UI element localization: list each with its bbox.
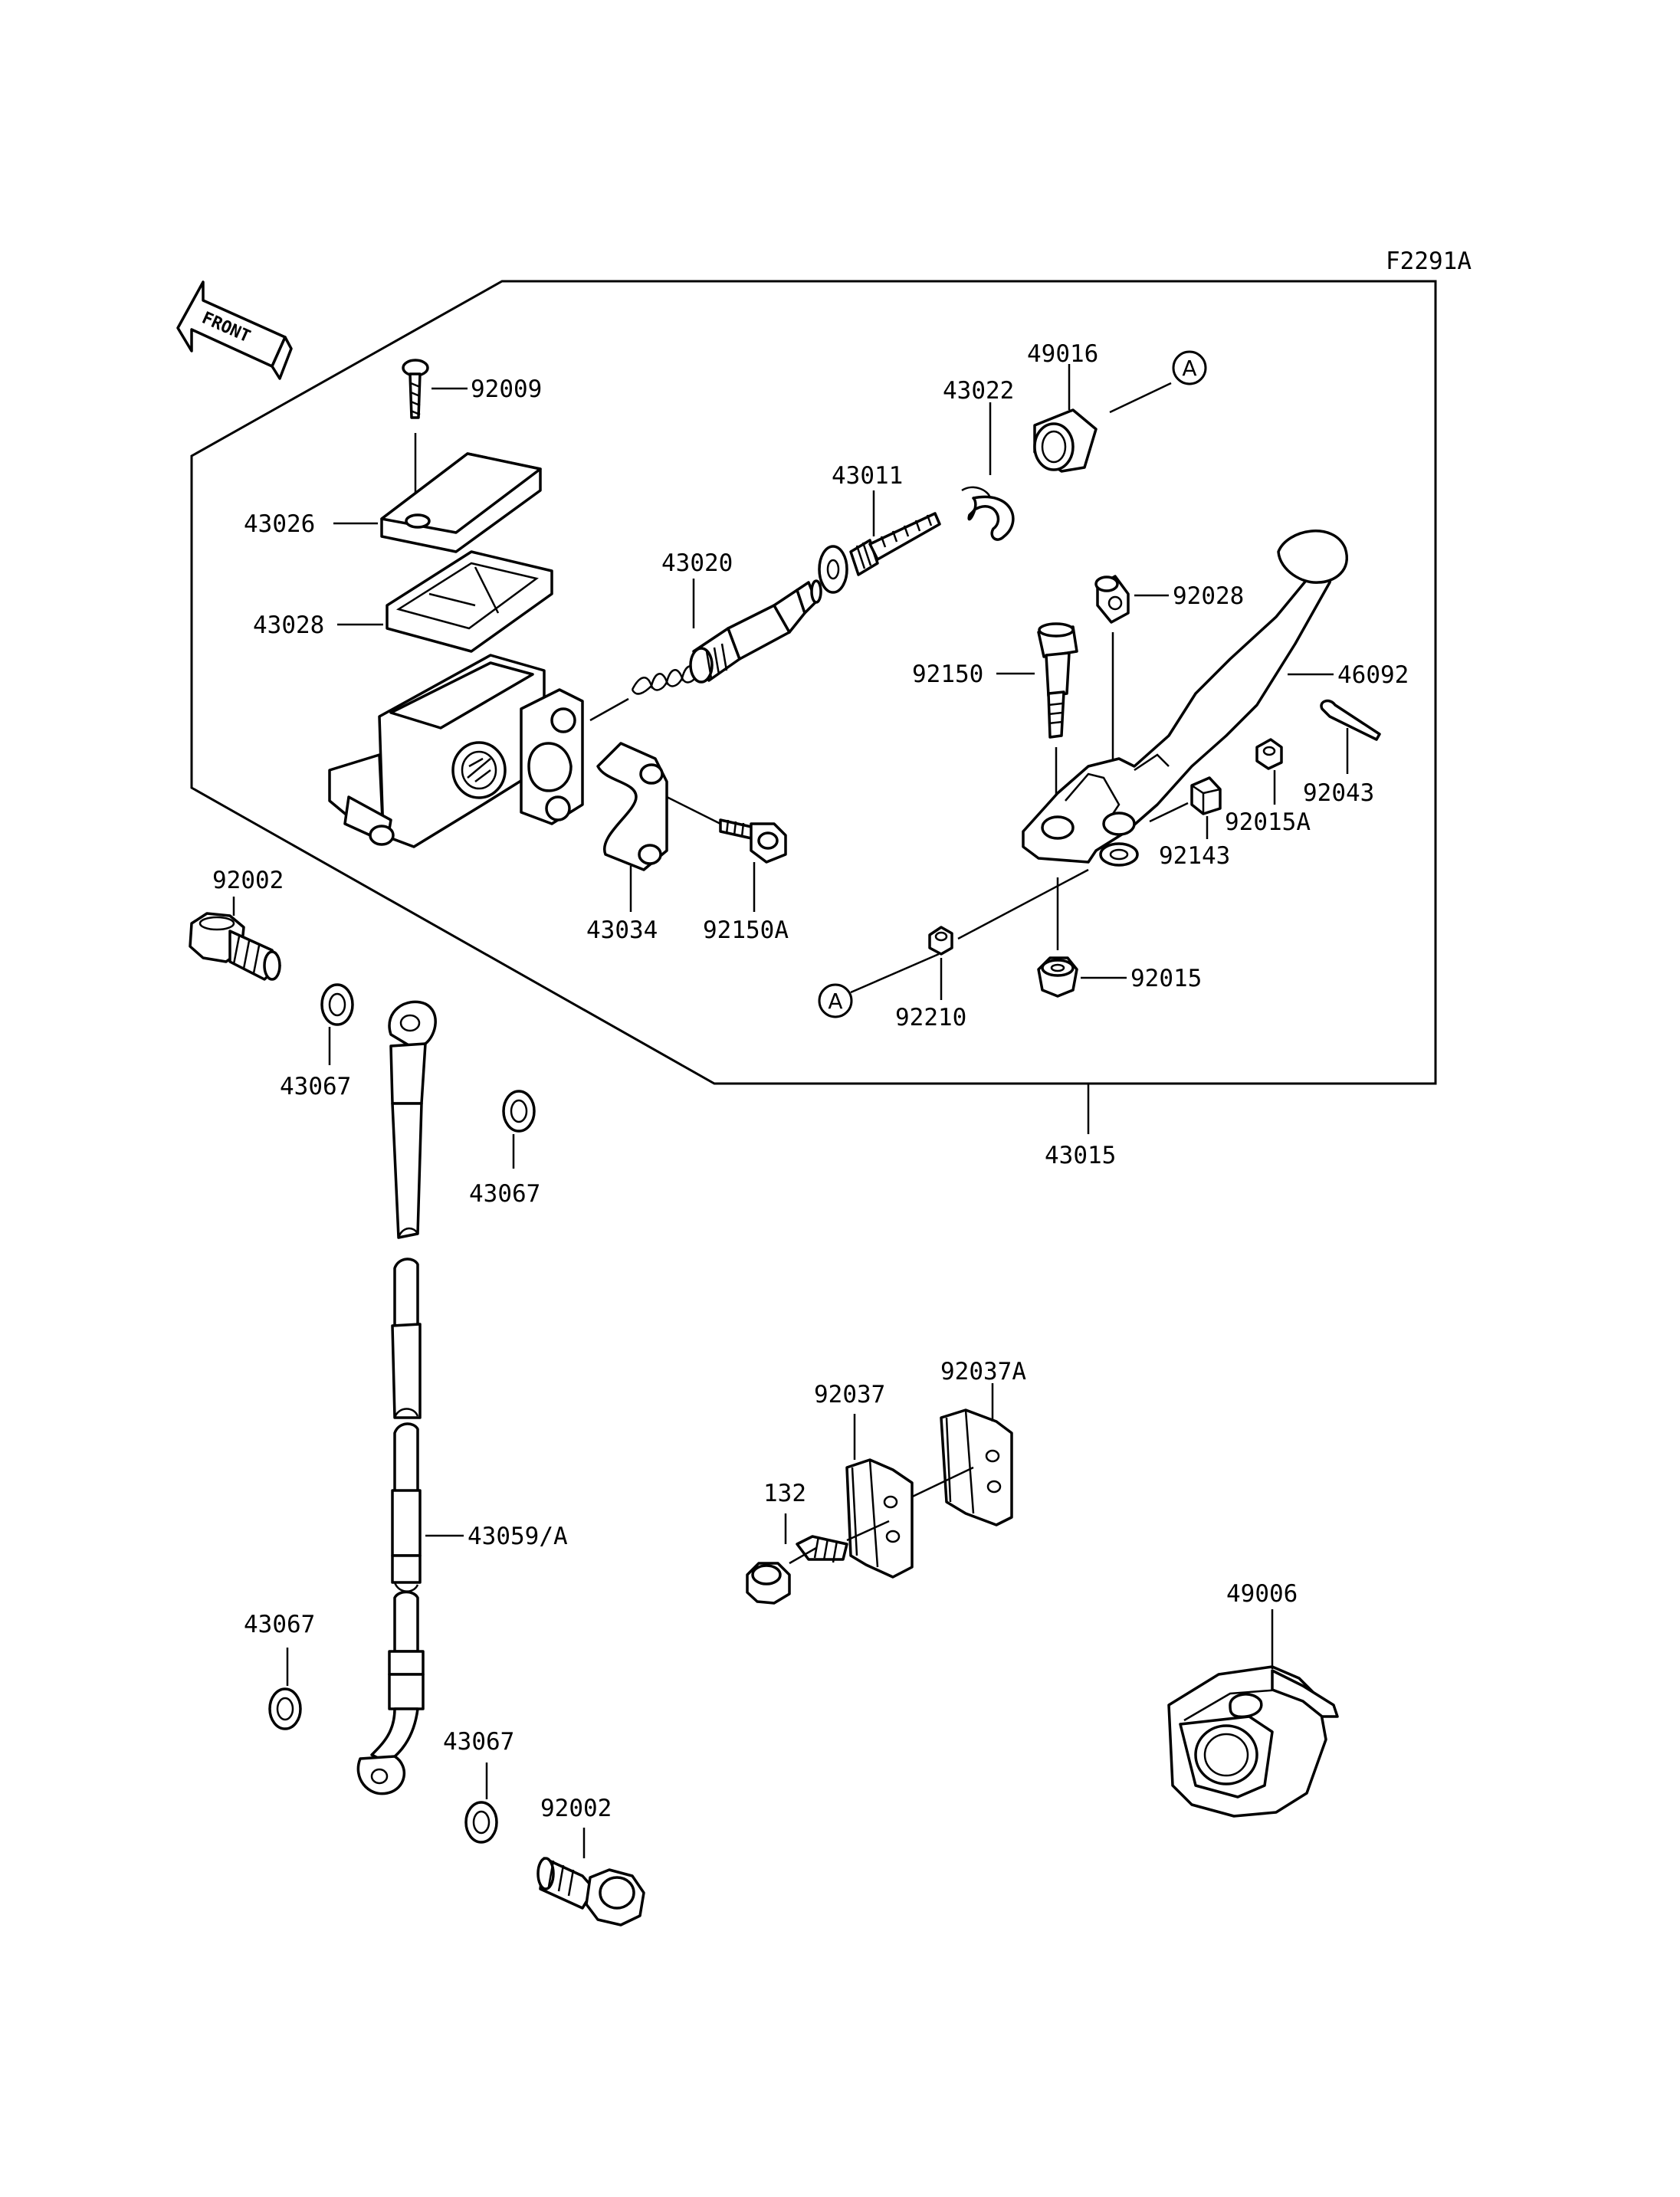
nut-92015 [1037,877,1078,998]
reference-marker-a-bottom: A [818,983,853,1018]
label-92002-top: 92002 [212,867,284,894]
label-43067-d: 43067 [443,1728,514,1756]
label-92150: 92150 [912,661,983,688]
label-43059A: 43059/A [468,1523,568,1550]
brake-hose-43059A [356,1000,437,1795]
pin-92028 [1094,575,1130,624]
washer-43067-d [464,1801,498,1844]
label-92002-bottom: 92002 [540,1795,612,1822]
master-cylinder-body [328,654,584,848]
cotter-pin-92043 [1320,699,1381,741]
label-92015: 92015 [1130,965,1202,992]
label-92143: 92143 [1159,842,1230,870]
switch-housing-49006 [1167,1665,1339,1818]
bracket-92037A [940,1408,1013,1526]
label-92028: 92028 [1173,582,1244,610]
washer-lever [1099,842,1139,867]
front-arrow-icon: FRONT [176,280,293,380]
label-43022: 43022 [943,377,1014,405]
label-43034: 43034 [586,917,658,944]
svg-text:A: A [1182,356,1196,381]
figure-code: F2291A [1386,248,1472,275]
label-92037: 92037 [814,1381,885,1408]
nut-92015A [1255,738,1283,770]
piston-43020 [631,579,822,695]
label-43015: 43015 [1045,1142,1116,1169]
svg-text:A: A [828,989,842,1014]
screw-92009 [402,359,429,419]
label-43028: 43028 [253,612,324,639]
boot-49016 [1033,408,1098,473]
label-92043: 92043 [1303,779,1374,807]
reservoir-cap-43026 [380,452,542,553]
label-92037A: 92037A [940,1358,1026,1385]
label-43026: 43026 [244,510,315,538]
washer-43067-c [268,1687,302,1730]
label-46092: 46092 [1337,661,1409,689]
washer-43067-a [320,983,354,1026]
assembly-boundary [190,280,1437,1085]
pivot-bolt-92150 [1037,622,1078,739]
clamp-43034 [596,742,668,871]
label-49016: 49016 [1027,340,1098,368]
adjuster-92143 [1190,776,1222,815]
label-43067-c: 43067 [244,1611,315,1638]
label-43020: 43020 [661,549,733,577]
label-92015A: 92015A [1225,808,1311,836]
label-43067-a: 43067 [280,1073,351,1100]
push-rod-43011 [818,512,941,594]
label-92210: 92210 [895,1004,966,1031]
label-92009: 92009 [471,375,542,403]
lever-46092 [1022,530,1348,864]
reference-marker-a-top: A [1172,350,1207,385]
label-43011: 43011 [832,462,903,490]
bolt-132 [746,1535,848,1605]
bolt-92150A [719,818,787,864]
washer-43067-b [502,1090,536,1133]
label-49006: 49006 [1226,1580,1298,1608]
banjo-bolt-92002-top [189,912,281,981]
diaphragm-43028 [386,550,553,653]
banjo-bolt-92002-bottom [536,1857,645,1926]
circlip-43022 [961,486,1015,541]
label-132: 132 [763,1480,806,1507]
nut-92210 [928,926,953,956]
label-43067-b: 43067 [469,1180,540,1208]
bracket-92037 [845,1458,914,1579]
label-92150A: 92150A [703,917,789,944]
